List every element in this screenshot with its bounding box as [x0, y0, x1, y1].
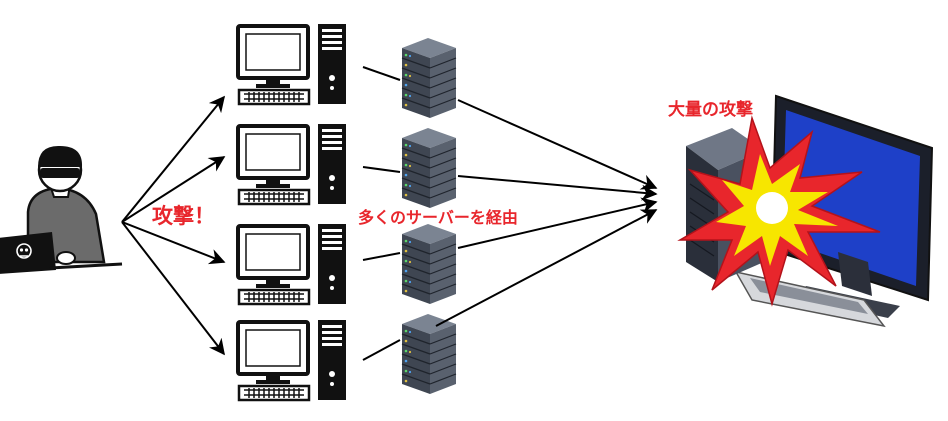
flood-arrows [435, 99, 658, 327]
pc-icon [236, 318, 348, 402]
attacker-icon [0, 145, 123, 274]
attack-label: 攻撃！ [152, 204, 215, 228]
server-icon [401, 313, 457, 395]
massive-attack-label: 大量の攻撃 [668, 100, 753, 120]
pc-icon [236, 122, 348, 206]
via-servers-label: 多くのサーバーを経由 [358, 208, 518, 227]
pc-icon [236, 222, 348, 306]
explosion-icon [677, 115, 881, 307]
pc-icon [236, 22, 348, 106]
relay-lines [362, 66, 401, 361]
server-icon [401, 127, 457, 209]
attack-arrows [121, 95, 226, 356]
server-icon [401, 37, 457, 119]
server-icon [401, 223, 457, 305]
